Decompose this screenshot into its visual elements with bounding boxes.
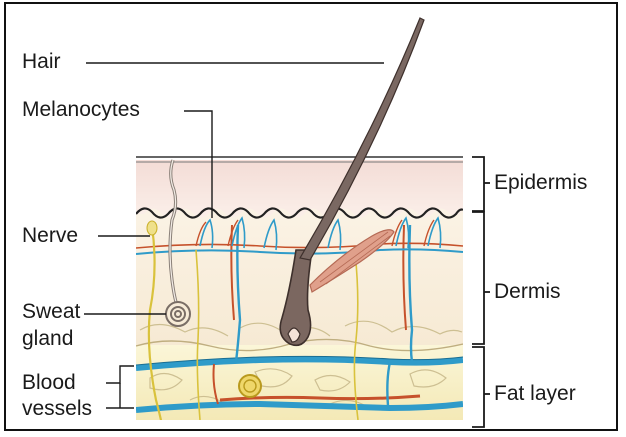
- dermis-bracket: [472, 212, 484, 344]
- nerve-ending: [147, 221, 157, 235]
- label-epidermis: Epidermis: [494, 171, 587, 195]
- label-sweat: Sweat: [22, 300, 80, 324]
- right-brackets: [472, 157, 490, 427]
- label-fat-layer: Fat layer: [494, 382, 576, 406]
- label-blood: Blood: [22, 371, 76, 395]
- label-dermis: Dermis: [494, 280, 561, 304]
- pacinian-corpuscle: [239, 375, 261, 397]
- label-vessels: vessels: [22, 397, 92, 421]
- fat-layer-bracket: [472, 347, 484, 427]
- label-hair: Hair: [22, 50, 61, 74]
- label-nerve: Nerve: [22, 224, 78, 248]
- blood-vessels-bracket: [106, 366, 134, 383]
- label-gland: gland: [22, 327, 73, 351]
- epidermis-bracket: [472, 157, 484, 211]
- label-melanocytes: Melanocytes: [22, 98, 140, 122]
